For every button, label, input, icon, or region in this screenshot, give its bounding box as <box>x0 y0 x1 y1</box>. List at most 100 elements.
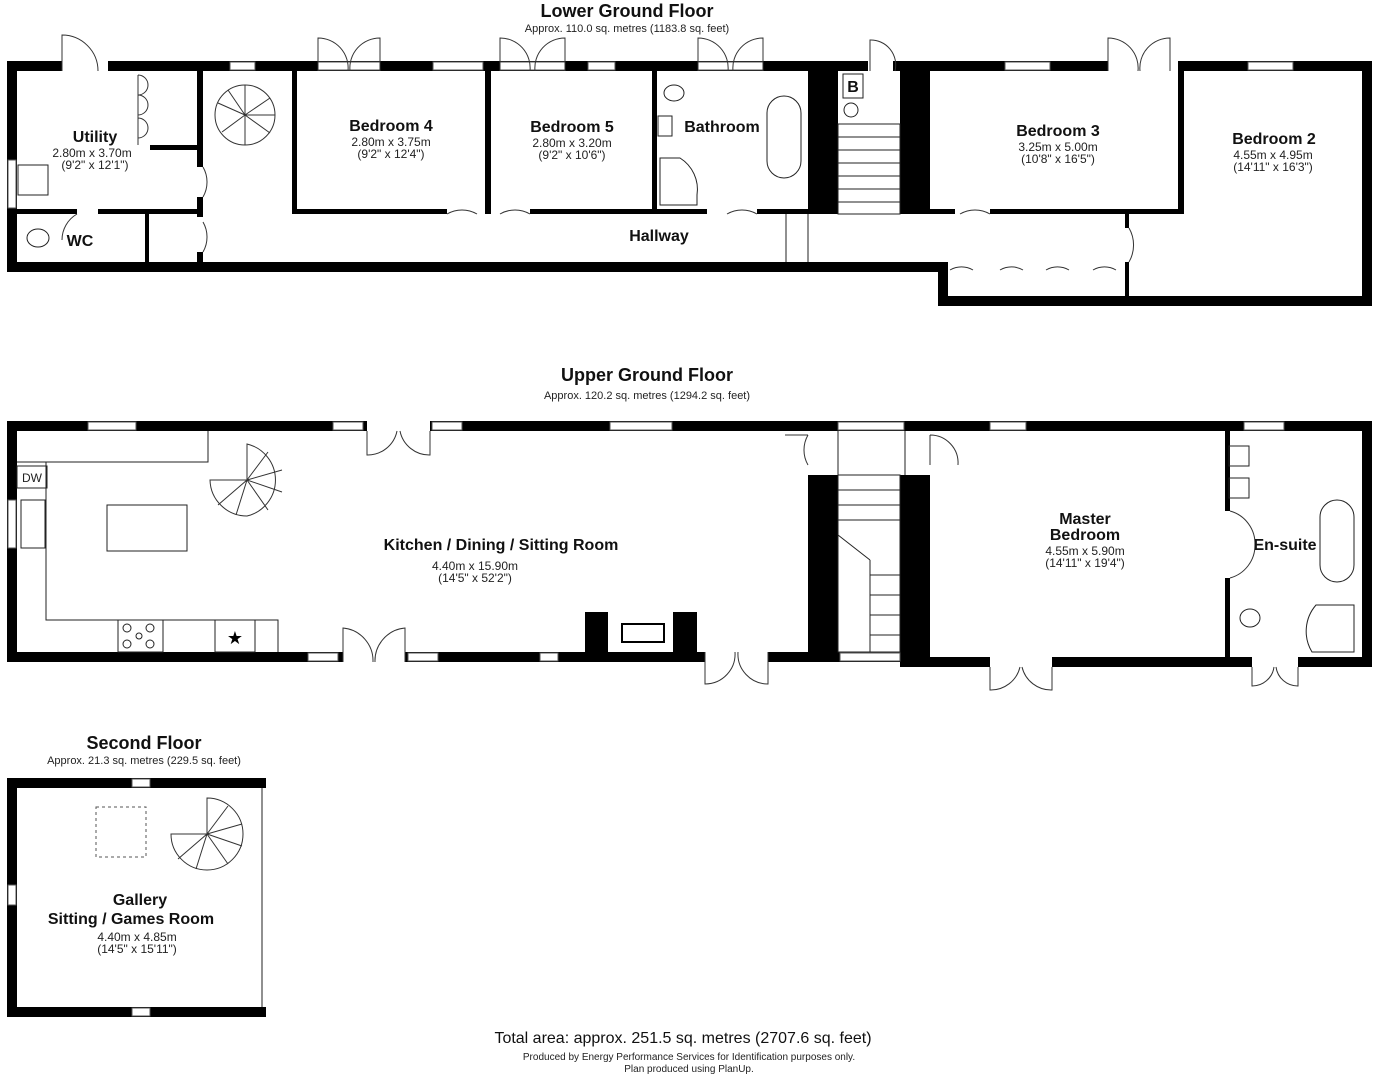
wall <box>530 209 655 214</box>
wall <box>145 214 149 262</box>
wall <box>197 252 203 262</box>
door[interactable] <box>1128 227 1135 263</box>
room-dim-metric: 4.40m x 15.90m <box>432 559 518 573</box>
room-name-2: Sitting / Games Room <box>48 911 214 928</box>
door[interactable] <box>1229 510 1256 579</box>
wall <box>938 296 1372 306</box>
door[interactable] <box>499 209 531 215</box>
lower-ground-floor: Lower Ground Floor Approx. 110.0 sq. met… <box>7 1 1372 306</box>
dishwasher-label: DW <box>22 471 43 485</box>
wall <box>197 71 203 167</box>
wall <box>292 71 297 214</box>
door[interactable] <box>959 209 991 215</box>
door[interactable] <box>785 434 809 466</box>
wall <box>1362 421 1372 667</box>
window <box>307 652 339 662</box>
wardrobe-doors[interactable] <box>949 266 1117 271</box>
room-name: Bedroom 4 <box>349 118 433 135</box>
room-name: Kitchen / Dining / Sitting Room <box>384 537 619 554</box>
wall <box>7 652 343 662</box>
window <box>7 884 17 906</box>
window <box>131 1007 151 1017</box>
room-name: Bedroom 5 <box>530 119 614 136</box>
wall <box>1225 578 1230 662</box>
window <box>7 499 17 549</box>
window <box>539 652 559 662</box>
bifold-door[interactable] <box>137 74 149 145</box>
shower-icon <box>1305 604 1355 653</box>
room-name: Bathroom <box>684 119 760 136</box>
room-dim-imperial: (14'5" x 15'11") <box>97 942 177 956</box>
credit-line-1: Produced by Energy Performance Services … <box>523 1052 855 1063</box>
wall <box>808 71 838 214</box>
french-door[interactable] <box>697 37 764 72</box>
bath-icon <box>1319 499 1355 583</box>
room-dim-imperial: (14'11" x 16'3") <box>1233 160 1313 174</box>
boiler-icon <box>842 73 864 99</box>
boiler-label: B <box>847 79 859 96</box>
door[interactable] <box>61 213 78 241</box>
star-icon: ★ <box>227 628 243 648</box>
door[interactable] <box>61 34 99 72</box>
door[interactable] <box>929 434 959 466</box>
wall <box>292 209 447 214</box>
staircase-icon <box>837 123 901 215</box>
shower-icon <box>659 157 698 206</box>
door[interactable] <box>202 166 208 198</box>
door-opening <box>1108 61 1178 71</box>
door[interactable] <box>869 39 897 72</box>
french-door[interactable] <box>366 430 431 456</box>
wall <box>98 209 202 214</box>
wall <box>485 71 491 214</box>
room-name: WC <box>67 233 94 250</box>
window <box>131 778 151 788</box>
window <box>1004 61 1051 71</box>
window <box>332 421 364 431</box>
wall <box>1225 431 1230 511</box>
french-door[interactable] <box>1251 666 1299 687</box>
window <box>432 61 484 71</box>
french-door[interactable] <box>342 627 406 663</box>
wall <box>7 61 62 71</box>
door[interactable] <box>202 221 208 253</box>
kitchen-island <box>106 504 188 552</box>
room-name: Utility <box>73 129 118 146</box>
french-door[interactable] <box>499 37 566 72</box>
floor-area: Approx. 21.3 sq. metres (229.5 sq. feet) <box>47 755 241 767</box>
oven-icon <box>214 619 256 653</box>
room-dim-metric: 2.80m x 3.20m <box>532 136 611 150</box>
french-door[interactable] <box>1107 37 1171 72</box>
door[interactable] <box>446 209 478 215</box>
wall <box>657 209 707 214</box>
french-door[interactable] <box>317 37 381 72</box>
floor-title: Second Floor <box>86 733 201 753</box>
spiral-stair-icon <box>170 797 244 871</box>
window <box>587 61 616 71</box>
french-door[interactable] <box>704 651 769 685</box>
wall <box>930 209 955 214</box>
window <box>609 421 673 431</box>
window <box>87 421 137 431</box>
spiral-stair-icon <box>209 443 283 517</box>
bath-icon <box>766 95 802 179</box>
spiral-stair-icon <box>214 84 276 146</box>
wall <box>757 209 808 214</box>
window <box>989 421 1027 431</box>
wall <box>990 209 1182 214</box>
french-door[interactable] <box>989 666 1053 691</box>
door-opening <box>499 61 566 71</box>
window <box>837 421 905 431</box>
wall <box>652 71 657 214</box>
wall <box>938 262 948 306</box>
wall <box>197 197 203 217</box>
room-dim-metric: 3.25m x 5.00m <box>1018 140 1097 154</box>
double-sink-icon <box>20 499 46 549</box>
room-dim-metric: 2.80m x 3.70m <box>52 146 131 160</box>
window <box>407 652 439 662</box>
wall <box>900 71 930 214</box>
wall <box>1125 262 1129 296</box>
credit-line-2: Plan produced using PlanUp. <box>624 1064 754 1075</box>
door[interactable] <box>726 209 758 215</box>
staircase-icon <box>837 474 901 653</box>
